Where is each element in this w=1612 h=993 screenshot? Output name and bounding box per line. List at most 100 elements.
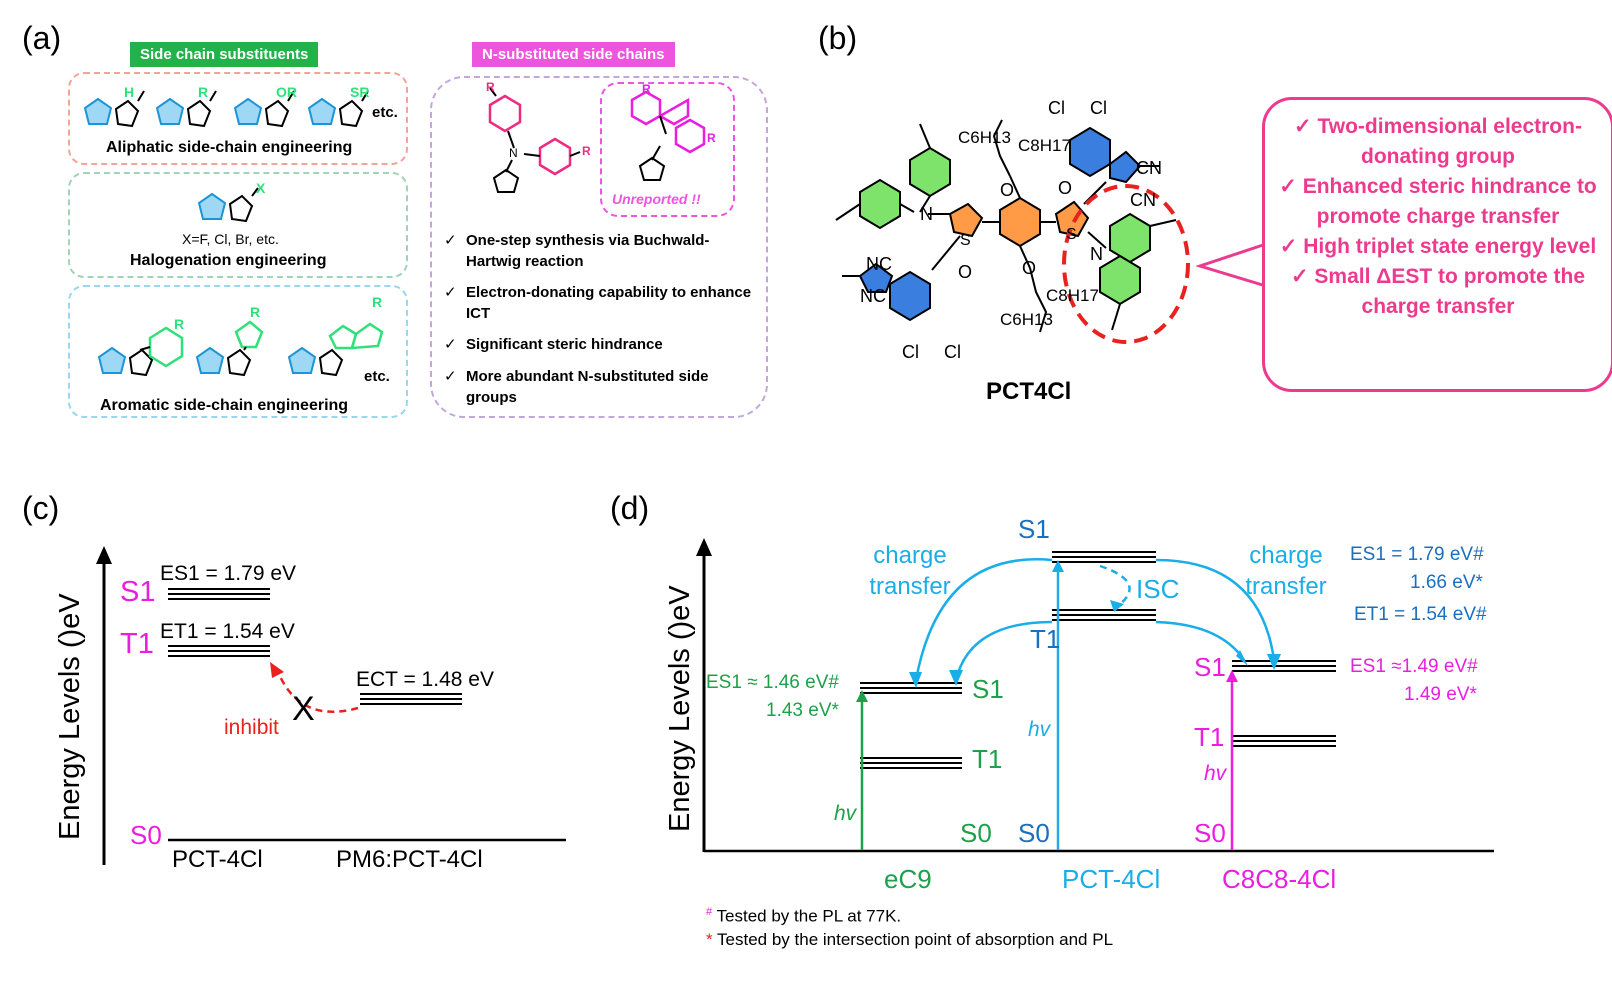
aliphatic-box	[68, 72, 408, 165]
tpa-r2: R	[582, 144, 591, 158]
d-charge-transfer-right: charge transfer	[1245, 542, 1327, 600]
molecule-pct4cl	[835, 119, 1190, 344]
d-pct-t1-label: T1	[1030, 624, 1061, 654]
sub-label-sr: SR	[350, 84, 370, 100]
c-x-label-left: PCT-4Cl	[172, 846, 263, 873]
thiophene-ring-icon	[492, 168, 520, 193]
panel-label-c: (c)	[22, 490, 60, 526]
bubble-item: ✓ Enhanced steric hindrance to promote c…	[1279, 175, 1597, 228]
panel-label-a: (a)	[22, 20, 62, 56]
thiophene-ring-icon	[234, 320, 264, 349]
checklist-item: ✓More abundant N-substituted side groups	[444, 368, 709, 406]
atom-cn: CN	[1136, 158, 1162, 178]
tpa-n: N	[509, 146, 518, 160]
d-c8c8-s1-label: S1	[1194, 652, 1226, 682]
d-ec9-t1-label: T1	[972, 744, 1003, 774]
atom-n: N	[920, 204, 933, 224]
checklist-item: ✓Electron-donating capability to enhance…	[444, 284, 752, 322]
d-ec9-name: eC9	[884, 864, 932, 894]
bubble-item: ✓ High triplet state energy level	[1279, 235, 1597, 258]
ar-thiophene-icon	[196, 347, 251, 376]
c-x-label-right: PM6:PCT-4Cl	[336, 846, 483, 873]
d-c8c8-hv: hv	[1204, 762, 1227, 785]
c-et1-value: ET1 = 1.54 eV	[160, 620, 295, 643]
ar-thiophene-icon	[98, 347, 153, 376]
ec9-s1-level	[860, 682, 962, 694]
atom-nc: NC	[860, 286, 886, 306]
chain-label-b: C8H17	[1046, 286, 1099, 305]
y-axis-arrow	[96, 546, 112, 564]
ct-level	[360, 693, 462, 705]
checklist-item: ✓Significant steric hindrance	[444, 336, 663, 353]
aliphatic-title: Aliphatic side-chain engineering	[106, 139, 353, 156]
d-pct-s0-label: S0	[1018, 818, 1050, 848]
inhibit-arrowhead	[270, 662, 284, 678]
isc-arrow	[1099, 564, 1131, 607]
atom-o: O	[1022, 258, 1037, 278]
inhibit-arrow	[276, 671, 359, 713]
n-substituted-box	[430, 76, 768, 418]
d-isc-label: ISC	[1136, 574, 1180, 604]
carbazole-icon	[630, 90, 662, 126]
d-charge-transfer-left: charge transfer	[869, 542, 951, 600]
aliphatic-etc: etc.	[372, 104, 398, 121]
t1-transfer-arrow-left	[954, 620, 1053, 681]
bubble-pointer	[1196, 241, 1268, 289]
aromatic-etc: etc.	[364, 368, 390, 385]
unreported-box	[600, 82, 735, 217]
pct-s1-level	[1052, 551, 1156, 563]
ar-thiophene-icon	[288, 347, 343, 376]
atom-n: N	[1090, 244, 1103, 264]
sub-label-or: OR	[276, 84, 297, 100]
d-c8c8-s0-label: S0	[1194, 818, 1226, 848]
ar-thiophene-icon	[84, 98, 139, 127]
aromatic-r2: R	[250, 304, 261, 320]
chain-label-a: C6H13	[1000, 310, 1053, 329]
atom-o: O	[1000, 180, 1015, 200]
ec9-t1-level	[860, 757, 962, 769]
bubble-item: ✓ Two-dimensional electron-donating grou…	[1294, 115, 1582, 168]
c-cross-mark: X	[292, 690, 315, 728]
d-c8c8-name: C8C8-4Cl	[1222, 864, 1337, 894]
tpa-r1: R	[486, 80, 495, 94]
ar-thiophene-icon	[234, 98, 289, 127]
footnote-1: # Tested by the PL at 77K.	[706, 906, 902, 926]
phenyl-ring-icon	[148, 326, 184, 368]
chain-label-b: C8H17	[1018, 136, 1071, 155]
d-pct-es1-b: 1.66 eV*	[1410, 572, 1483, 593]
d-pct-s1-label: S1	[1018, 514, 1050, 544]
d-ec9-es1: ES1 ≈ 1.46 eV#	[706, 672, 839, 693]
panel-c-diagram	[96, 546, 566, 865]
atom-nc: NC	[866, 254, 892, 274]
carbazole-r1: R	[642, 82, 651, 96]
aromatic-box	[68, 285, 408, 418]
feature-bubble: ✓ Two-dimensional electron-donating grou…	[1262, 97, 1612, 392]
panel-label-b: (b)	[818, 20, 858, 56]
atom-cl: Cl	[944, 342, 961, 362]
d-pct-et1: ET1 = 1.54 eV#	[1354, 604, 1487, 625]
carbazole-r2: R	[707, 131, 716, 145]
thiophene-ring-icon	[638, 156, 666, 181]
atom-cl: Cl	[902, 342, 919, 362]
c-yaxis-label: Energy Levels ()eV	[54, 593, 86, 840]
d-ec9-s1-label: S1	[972, 674, 1004, 704]
d-ec9-es1-b: 1.43 eV*	[766, 700, 839, 721]
n-substituted-tag: N-substituted side chains	[472, 42, 675, 67]
aromatic-r3: R	[372, 294, 383, 310]
halogen-x-label: X	[256, 180, 266, 196]
charge-transfer-arrow-left	[914, 558, 1053, 681]
d-c8c8-t1-label: T1	[1194, 722, 1225, 752]
d-c8c8-es1-b: 1.49 eV*	[1404, 684, 1477, 705]
panel-d-diagram	[696, 538, 1494, 853]
halogen-subtitle: X=F, Cl, Br, etc.	[182, 231, 279, 247]
checklist-item: ✓One-step synthesis via Buchwald-Hartwig…	[444, 232, 710, 270]
c-s0-label: S0	[130, 820, 162, 850]
phenyl-ring-icon	[538, 137, 572, 176]
sub-label-r: R	[198, 84, 209, 100]
d-yaxis-label: Energy Levels ()eV	[664, 585, 696, 832]
charge-transfer-arrow-right	[1155, 558, 1276, 661]
d-c8c8-es1: ES1 ≈1.49 eV#	[1350, 656, 1478, 677]
atom-cl: Cl	[1090, 98, 1107, 118]
atom-s: S	[960, 232, 971, 249]
pct-t1-level	[1052, 609, 1156, 621]
